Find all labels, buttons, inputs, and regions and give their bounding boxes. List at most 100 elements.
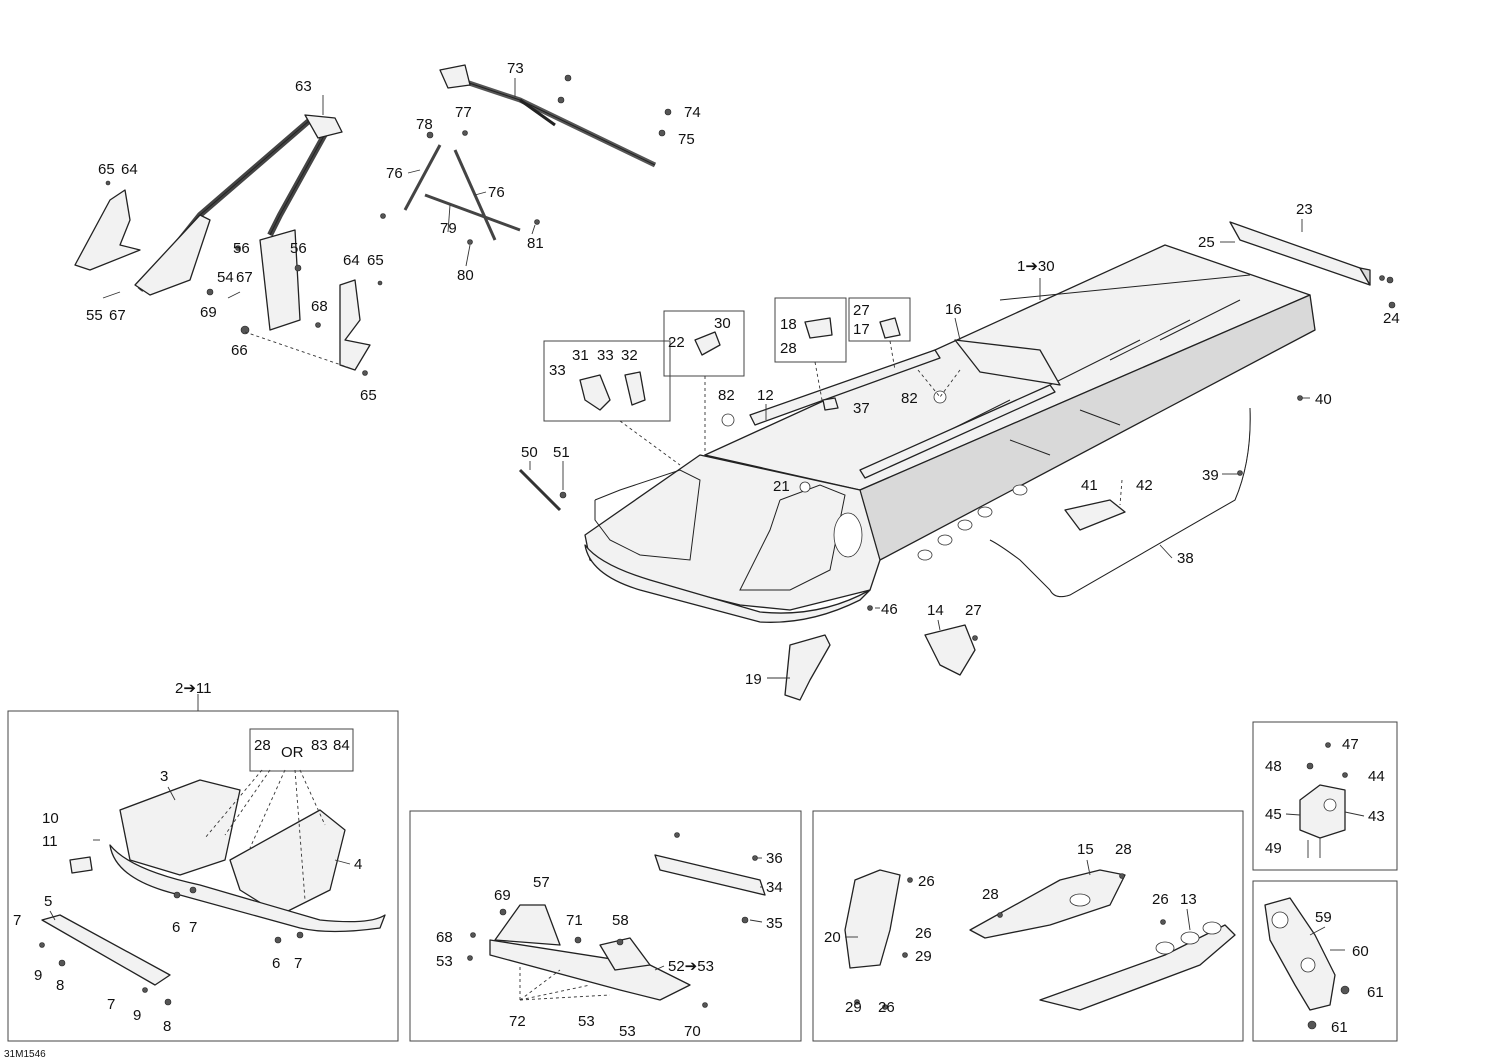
callout-20: 20 — [824, 929, 841, 946]
callout-74: 74 — [684, 104, 701, 121]
callout-41: 41 — [1081, 477, 1098, 494]
rod-76-left — [403, 144, 442, 211]
rail-38-outline — [989, 407, 1251, 598]
bracket-32 — [624, 371, 646, 406]
callout-9-b: 9 — [133, 1007, 141, 1024]
callout-30: 30 — [714, 315, 731, 332]
callout-38: 38 — [1177, 550, 1194, 567]
callout-25: 25 — [1198, 234, 1215, 251]
subframe-right — [229, 809, 346, 916]
front-frame-right — [739, 484, 846, 591]
callout-57: 57 — [533, 874, 550, 891]
box-27-17 — [848, 297, 911, 342]
box-13-29 — [812, 810, 1244, 1042]
callout-9-a: 9 — [34, 967, 42, 984]
callout-37: 37 — [853, 400, 870, 417]
plug-21 — [799, 481, 811, 493]
callout-12: 12 — [757, 387, 774, 404]
callout-3: 3 — [160, 768, 168, 785]
bolt-51 — [559, 491, 567, 499]
callout-73: 73 — [507, 60, 524, 77]
bracket-20 — [844, 869, 901, 969]
callout-49: 49 — [1265, 840, 1282, 857]
bolt-46 — [867, 605, 873, 611]
callout-48: 48 — [1265, 758, 1282, 775]
callout-1-30: 1➔30 — [1017, 258, 1055, 275]
callout-64-left: 65 — [98, 161, 115, 178]
callout-70: 70 — [684, 1023, 701, 1040]
strut-73-end — [439, 64, 471, 89]
box-59-61 — [1252, 880, 1398, 1042]
plate-13-holes — [1069, 893, 1222, 955]
callout-7-c: 7 — [294, 955, 302, 972]
callout-82-right: 82 — [901, 390, 918, 407]
callout-15: 15 — [1077, 841, 1094, 858]
callout-7-d: 7 — [107, 996, 115, 1013]
callout-31: 31 — [572, 347, 589, 364]
callout-27-box: 27 — [853, 302, 870, 319]
part-37 — [822, 397, 839, 411]
box-22-30 — [663, 310, 745, 377]
front-hole — [833, 512, 863, 558]
callout-83: 83 — [311, 737, 328, 754]
rod-50 — [518, 468, 562, 512]
callout-leaders — [49, 78, 1365, 971]
callout-27: 27 — [965, 602, 982, 619]
callout-26-d: 26 — [878, 999, 895, 1016]
callout-6-a: 6 — [172, 919, 180, 936]
part-10 — [69, 856, 93, 874]
callout-76-left: 76 — [386, 165, 403, 182]
callout-80: 80 — [457, 267, 474, 284]
callout-69: 69 — [200, 304, 217, 321]
subframe-left — [119, 779, 241, 876]
callout-7-b: 7 — [13, 912, 21, 929]
cover-63-right — [339, 279, 371, 371]
callout-44: 44 — [1368, 768, 1385, 785]
callout-29-a: 29 — [915, 948, 932, 965]
callout-13: 13 — [1180, 891, 1197, 908]
tunnel-strip-inner — [859, 384, 1056, 479]
bracket-18 — [804, 317, 833, 339]
steering-support — [134, 114, 343, 331]
callout-43: 43 — [1368, 808, 1385, 825]
callout-62-64: 63 — [295, 78, 312, 95]
callout-19: 19 — [745, 671, 762, 688]
callout-34: 34 — [766, 879, 783, 896]
cover-63-left — [74, 189, 141, 271]
callout-14: 14 — [927, 602, 944, 619]
callout-65: 65 — [360, 387, 377, 404]
callout-labels: 1➔30 23 25 24 16 27 17 18 28 30 22 31 33… — [13, 60, 1400, 1040]
callout-58: 58 — [612, 912, 629, 929]
callout-51: 51 — [553, 444, 570, 461]
footrest-support — [489, 854, 766, 1001]
callout-59: 59 — [1315, 909, 1332, 926]
callout-21: 21 — [773, 478, 790, 495]
callout-39: 39 — [1202, 467, 1219, 484]
callout-4: 4 — [354, 856, 362, 873]
callout-6-b: 6 — [272, 955, 280, 972]
callout-18: 18 — [780, 316, 797, 333]
callout-11: 11 — [42, 833, 58, 850]
callout-78: 78 — [416, 116, 433, 133]
callout-75: 75 — [678, 131, 695, 148]
bracket-22 — [694, 331, 721, 356]
rear-strip-end — [1359, 267, 1371, 286]
callout-82-left: 82 — [718, 387, 735, 404]
struts — [380, 64, 672, 245]
callout-72: 72 — [509, 1013, 526, 1030]
callout-26-a: 26 — [918, 873, 935, 890]
callout-47: 47 — [1342, 736, 1359, 753]
plug-82-right — [933, 390, 947, 404]
rod-79 — [424, 193, 521, 232]
callout-77: 77 — [455, 104, 472, 121]
callout-53-a: 53 — [436, 953, 453, 970]
bracket-41 — [1064, 499, 1126, 531]
callout-2-11: 2➔11 — [175, 680, 211, 697]
callout-42: 42 — [1136, 477, 1153, 494]
bracket-17 — [879, 317, 901, 339]
box-52-53 — [409, 810, 802, 1042]
callout-46: 46 — [881, 601, 898, 618]
box-2-11 — [7, 710, 399, 1042]
callout-24: 24 — [1383, 310, 1400, 327]
